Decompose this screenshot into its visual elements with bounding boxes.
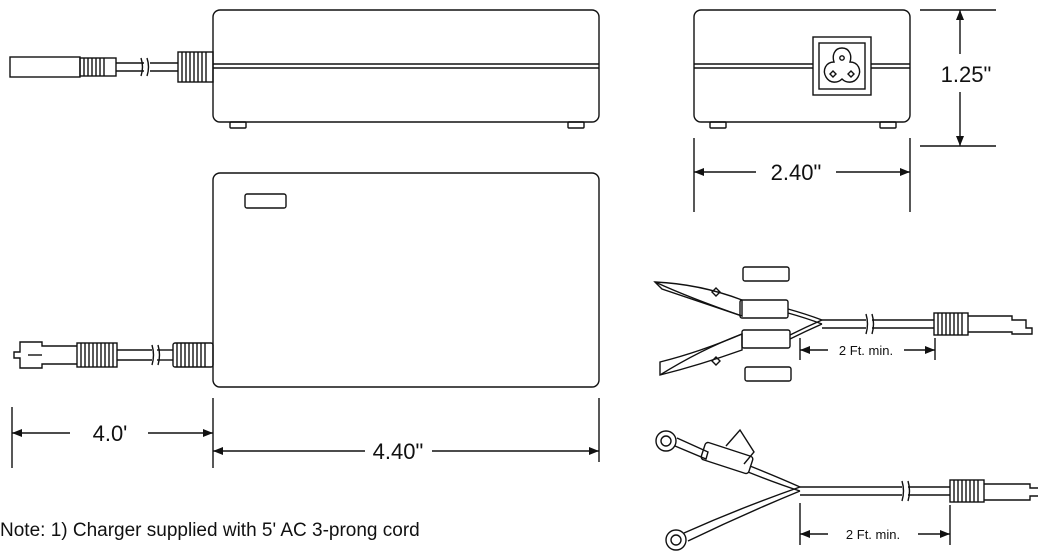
- dc-connector: [9, 56, 117, 78]
- sae-connector: [13, 341, 118, 369]
- top-view: [13, 172, 600, 388]
- depth-dimension: 2.40": [771, 160, 822, 185]
- height-dimension: 1.25": [941, 62, 992, 87]
- strain-relief: [177, 51, 214, 83]
- foot: [229, 121, 247, 129]
- cord-length-dimension: 4.0': [93, 421, 128, 446]
- end-view-dimensions: [693, 9, 996, 212]
- charger-body-end: [693, 9, 911, 123]
- foot: [709, 121, 727, 129]
- ring-terminal-lead: [655, 428, 1038, 551]
- strain-relief: [172, 342, 214, 368]
- alligator-clip-lead: [653, 266, 1033, 382]
- length-dimensions: [11, 398, 600, 468]
- clip-lead-dimension: 2 Ft. min.: [839, 343, 893, 358]
- length-dimension: 4.40": [373, 439, 424, 464]
- label-window: [244, 193, 287, 209]
- foot: [567, 121, 585, 129]
- charger-body-top: [212, 172, 600, 388]
- footnote: Note: 1) Charger supplied with 5' AC 3-p…: [0, 520, 420, 541]
- ac-inlet: [812, 36, 872, 96]
- foot: [879, 121, 897, 129]
- end-view: [693, 9, 911, 129]
- ring-lead-dimension: 2 Ft. min.: [846, 527, 900, 542]
- side-view: [9, 9, 600, 129]
- charger-body-side: [212, 9, 600, 123]
